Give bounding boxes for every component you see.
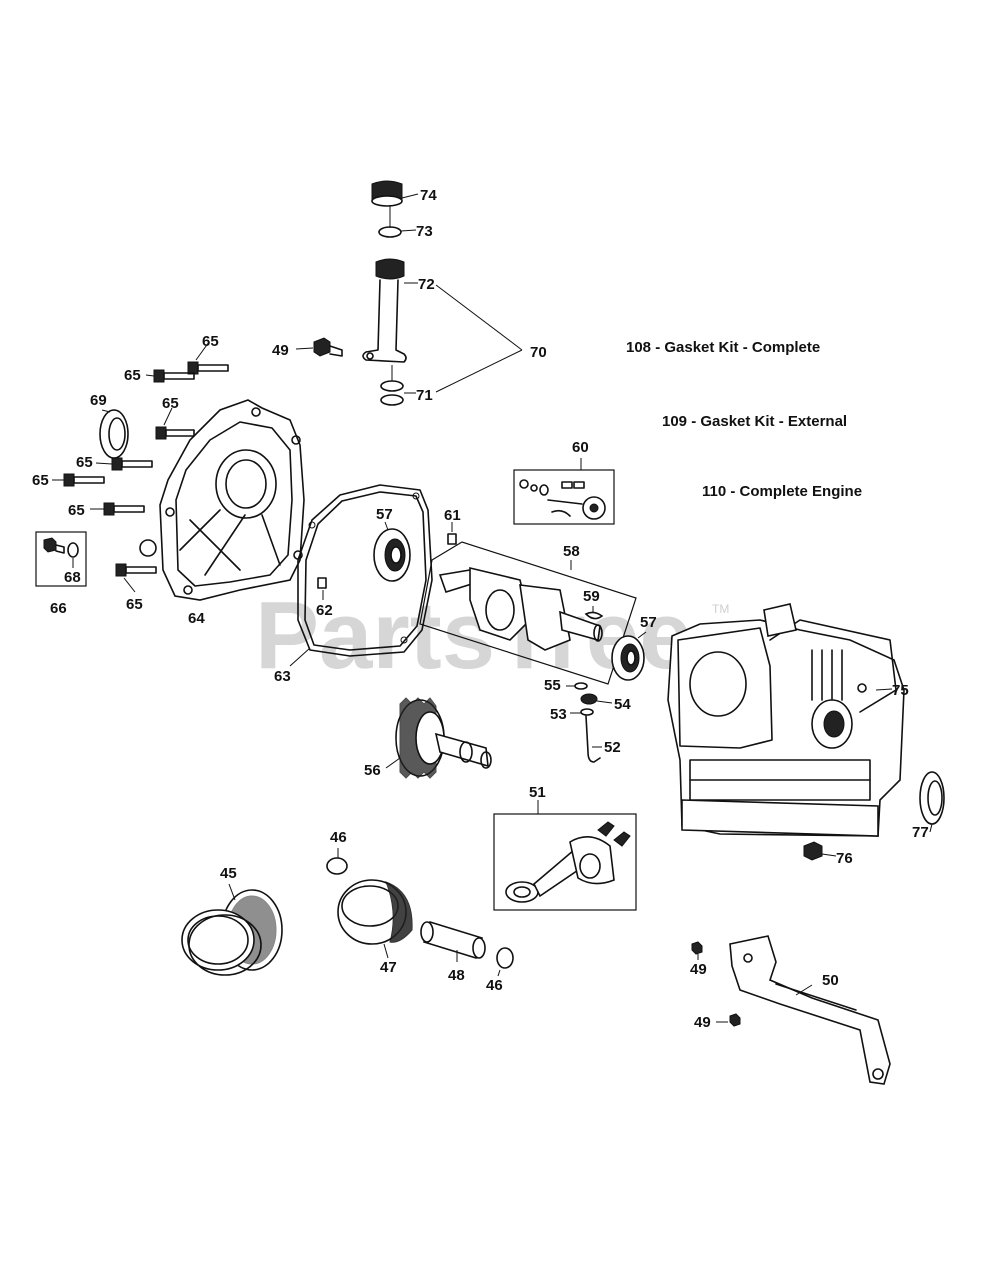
part-57-bearing[interactable] xyxy=(373,521,411,582)
part-73-o-ring[interactable] xyxy=(378,205,402,238)
callout-46-bottom: 46 xyxy=(486,977,503,994)
callout-58: 58 xyxy=(563,543,580,560)
callout-71: 71 xyxy=(416,387,433,404)
callout-74: 74 xyxy=(420,187,437,204)
part-48-piston-pin[interactable] xyxy=(420,920,486,962)
part-46-piston-pin-clip[interactable] xyxy=(326,848,348,875)
part-63-crankcase-gasket[interactable] xyxy=(297,484,433,657)
dipstick-assembly xyxy=(362,180,523,406)
callout-77: 77 xyxy=(912,824,929,841)
part-60-governor-kit[interactable] xyxy=(513,458,615,525)
part-49-bolt-top[interactable] xyxy=(295,337,343,357)
part-50-bracket[interactable] xyxy=(729,935,891,1085)
callout-65-f: 65 xyxy=(68,502,85,519)
callout-65-g: 65 xyxy=(126,596,143,613)
part-65-bolt[interactable] xyxy=(115,563,157,593)
part-55-washer[interactable] xyxy=(566,682,588,690)
part-72-dipstick-tube[interactable] xyxy=(362,258,407,363)
part-52-governor-shaft[interactable] xyxy=(585,715,602,763)
part-76-drain-plug[interactable] xyxy=(803,841,837,861)
part-49-bolt[interactable] xyxy=(716,1013,741,1027)
part-54-gear[interactable] xyxy=(580,693,613,705)
part-46-piston-pin-clip[interactable] xyxy=(496,947,514,977)
callout-65-d: 65 xyxy=(76,454,93,471)
callout-labels: 74 73 72 70 71 49 65 65 65 65 65 65 65 6… xyxy=(32,187,929,1031)
callout-65-c: 65 xyxy=(162,395,179,412)
callout-60: 60 xyxy=(572,439,589,456)
part-59-woodruff-key[interactable] xyxy=(584,606,604,620)
callout-62: 62 xyxy=(316,602,333,619)
part-65-bolt[interactable] xyxy=(90,502,145,516)
callout-68: 68 xyxy=(64,569,81,586)
part-65-bolt[interactable] xyxy=(187,341,229,375)
part-53-washer[interactable] xyxy=(570,708,594,716)
callout-53: 53 xyxy=(550,706,567,723)
part-77-oil-seal[interactable] xyxy=(919,771,945,833)
part-65-bolt[interactable] xyxy=(95,457,153,471)
part-56-camshaft[interactable] xyxy=(385,697,492,779)
callout-49-mid: 49 xyxy=(690,961,707,978)
part-75-engine-block[interactable] xyxy=(667,603,905,837)
callout-49-top: 49 xyxy=(272,342,289,359)
kit-notes: 108 - Gasket Kit - Complete 109 - Gasket… xyxy=(626,339,862,500)
callout-54: 54 xyxy=(614,696,631,713)
callout-47: 47 xyxy=(380,959,397,976)
part-45-piston-rings[interactable] xyxy=(181,883,283,976)
part-65-bolt[interactable] xyxy=(155,407,195,440)
note-gasket-kit-external: 109 - Gasket Kit - External xyxy=(662,413,847,430)
note-complete-engine: 110 - Complete Engine xyxy=(702,483,862,500)
callout-69: 69 xyxy=(90,392,107,409)
callout-70: 70 xyxy=(530,344,547,361)
part-65-bolt[interactable] xyxy=(145,369,195,383)
part-47-piston[interactable] xyxy=(337,879,413,959)
part-69-oil-seal[interactable] xyxy=(99,409,129,459)
callout-65-e: 65 xyxy=(32,472,49,489)
callout-48: 48 xyxy=(448,967,465,984)
part-61-dowel-pin[interactable] xyxy=(447,522,457,545)
callout-65-b: 65 xyxy=(124,367,141,384)
watermark-trademark: TM xyxy=(712,602,729,616)
callout-63: 63 xyxy=(274,668,291,685)
part-51-connecting-rod[interactable] xyxy=(493,800,637,911)
callout-46-top: 46 xyxy=(330,829,347,846)
callout-61: 61 xyxy=(444,507,461,524)
callout-57-right: 57 xyxy=(640,614,657,631)
callout-51: 51 xyxy=(529,784,546,801)
callout-64: 64 xyxy=(188,610,205,627)
part-62-dowel-pin[interactable] xyxy=(317,577,327,600)
part-74-dipstick-cap[interactable] xyxy=(371,180,403,207)
part-65-bolt[interactable] xyxy=(52,473,105,487)
callout-57-left: 57 xyxy=(376,506,393,523)
callout-66: 66 xyxy=(50,600,67,617)
part-58-crankshaft[interactable] xyxy=(419,541,637,685)
bolts-65 xyxy=(52,341,229,593)
part-66-drain-plug-kit[interactable] xyxy=(35,531,87,587)
callout-56: 56 xyxy=(364,762,381,779)
callout-72: 72 xyxy=(418,276,435,293)
note-gasket-kit-complete: 108 - Gasket Kit - Complete xyxy=(626,339,820,356)
callout-75: 75 xyxy=(892,682,909,699)
callout-65-a: 65 xyxy=(202,333,219,350)
callout-55: 55 xyxy=(544,677,561,694)
callout-52: 52 xyxy=(604,739,621,756)
callout-73: 73 xyxy=(416,223,433,240)
part-57-bearing[interactable] xyxy=(611,631,647,681)
callout-49-bottom: 49 xyxy=(694,1014,711,1031)
callout-76: 76 xyxy=(836,850,853,867)
callout-59: 59 xyxy=(583,588,600,605)
part-49-bolt[interactable] xyxy=(691,941,703,960)
callout-45: 45 xyxy=(220,865,237,882)
part-71-o-rings[interactable] xyxy=(380,380,404,406)
callout-50: 50 xyxy=(822,972,839,989)
